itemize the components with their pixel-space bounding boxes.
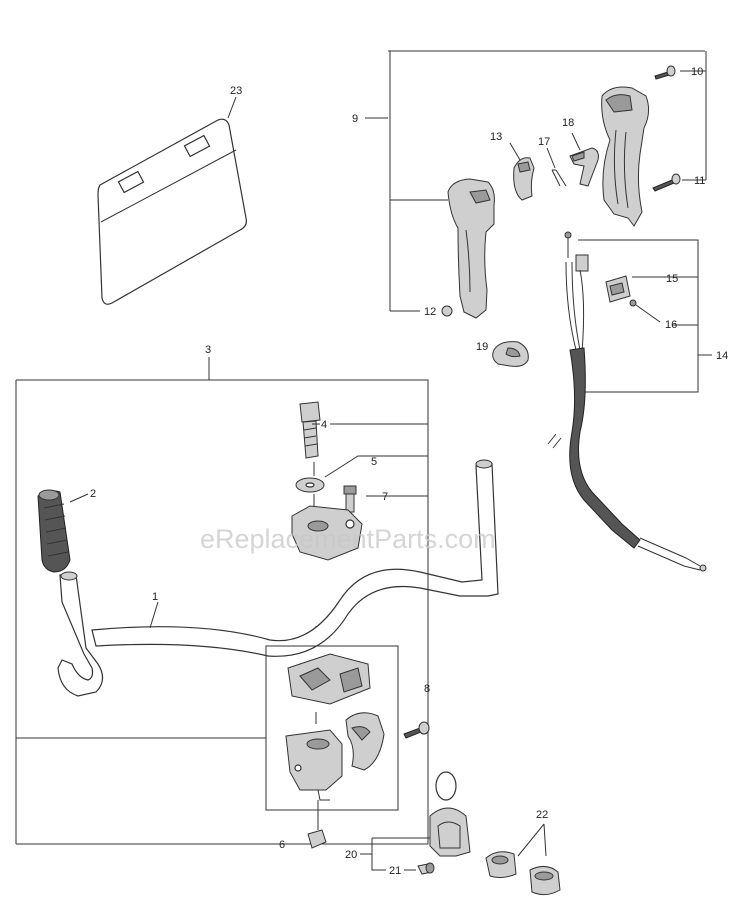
callout-15: 15 <box>666 273 678 285</box>
callout-18: 18 <box>562 117 574 129</box>
handle-grip-left <box>447 178 495 319</box>
part-15-clip <box>605 275 631 303</box>
part-7-screw <box>343 485 428 513</box>
part-4-bolt <box>299 401 428 459</box>
part-2-grip <box>37 489 71 573</box>
callout-6: 6 <box>279 839 285 851</box>
part-20-clamp <box>360 771 471 871</box>
bracket-9 <box>365 50 705 312</box>
callout-7: 7 <box>382 491 388 503</box>
callout-23: 23 <box>230 85 242 97</box>
callout-12: 12 <box>424 306 436 318</box>
handle-grip-right <box>601 86 650 227</box>
part-23-manual <box>97 118 247 305</box>
part-12-nut <box>441 305 453 317</box>
part-10-screw <box>654 65 706 80</box>
part-6-nut <box>307 829 327 849</box>
callout-17: 17 <box>538 136 550 148</box>
callout-20: 20 <box>345 849 357 861</box>
callout-16: 16 <box>665 319 677 331</box>
callout-8: 8 <box>424 683 430 695</box>
callout-leaders <box>69 96 274 845</box>
bracket-14 <box>578 239 712 393</box>
callout-22: 22 <box>536 809 548 821</box>
part-17-spring <box>546 147 567 187</box>
watermark: eReplacementParts.com <box>200 524 496 554</box>
part-13-trigger <box>509 142 535 201</box>
callout-9: 9 <box>352 113 358 125</box>
part-21-screw <box>404 862 435 875</box>
callout-13: 13 <box>490 131 502 143</box>
upper-clamp <box>291 505 363 561</box>
part-8-screw <box>403 496 430 739</box>
clamp-inset <box>265 645 399 811</box>
part-11-screw <box>652 173 706 192</box>
callout-11: 11 <box>694 175 705 187</box>
part-16-pin <box>629 299 661 323</box>
callout-19: 19 <box>476 341 488 353</box>
part-18-lever <box>569 132 599 187</box>
callout-labels: 1 2 3 4 5 6 7 8 9 10 11 12 13 14 15 16 1… <box>90 66 728 877</box>
part-5-washer <box>295 455 428 493</box>
callout-2: 2 <box>90 488 96 500</box>
part-1-handlebar <box>57 459 499 697</box>
part-22-clamps <box>485 823 561 896</box>
callout-3: 3 <box>205 344 211 356</box>
callout-5: 5 <box>371 456 377 468</box>
callout-1: 1 <box>152 591 158 603</box>
callout-14: 14 <box>716 350 728 362</box>
callout-21: 21 <box>389 865 401 877</box>
throttle-cable <box>547 231 707 572</box>
callout-10: 10 <box>691 66 703 78</box>
part-19-collar <box>492 341 529 367</box>
callout-4: 4 <box>321 419 327 431</box>
